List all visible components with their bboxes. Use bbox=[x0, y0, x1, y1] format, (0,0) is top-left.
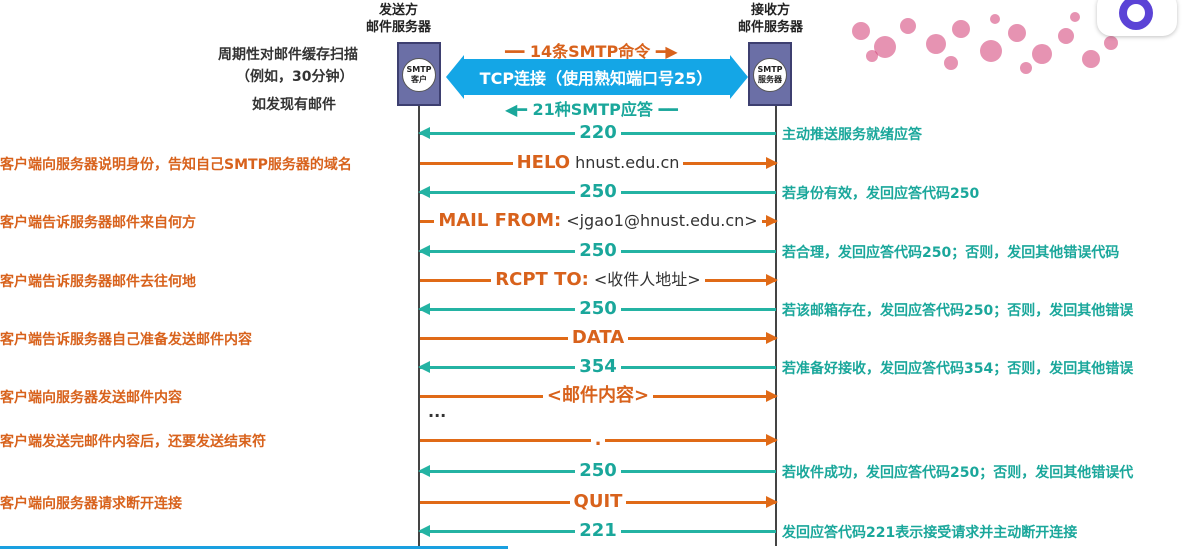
splash-dot bbox=[926, 34, 946, 54]
message-label: MAIL FROM:<jgao1@hnust.edu.cn> bbox=[420, 210, 776, 232]
client-step-note: 客户端告诉服务器邮件去往何地 bbox=[0, 274, 196, 290]
arrowhead-right-icon bbox=[766, 496, 778, 508]
smtp-server-icon: SMTP 服务器 bbox=[748, 42, 792, 106]
arrowhead-right-icon bbox=[766, 390, 778, 402]
smtp-client-label: SMTP 客户 bbox=[402, 58, 436, 92]
arrowhead-left-icon bbox=[418, 186, 430, 198]
arrowhead-left-icon bbox=[418, 361, 430, 373]
avatar-icon bbox=[1119, 0, 1153, 30]
arrowhead-right-icon bbox=[766, 215, 778, 227]
smtp-client-server-icon: SMTP 客户 bbox=[397, 42, 441, 106]
sender-title: 发送方 邮件服务器 bbox=[366, 3, 432, 35]
client-step-note: 客户端告诉服务器自己准备发送邮件内容 bbox=[0, 332, 252, 348]
tcp-arrow-right-tip bbox=[730, 55, 748, 99]
splash-dot bbox=[866, 50, 878, 62]
splash-dot bbox=[900, 18, 916, 34]
splash-dot bbox=[1058, 28, 1074, 44]
message-label: 250 bbox=[420, 240, 776, 262]
arrowhead-right-icon bbox=[766, 434, 778, 446]
splash-dot bbox=[980, 40, 1002, 62]
server-reply-note: 若合理，发回应答代码250；否则，发回其他错误代码 bbox=[782, 245, 1120, 261]
note-found: 如发现有邮件 bbox=[252, 97, 336, 113]
server-reply-note: 若身份有效，发回应答代码250 bbox=[782, 186, 980, 202]
server-reply-note: 发回应答代码221表示接受请求并主动断开连接 bbox=[782, 525, 1078, 541]
client-step-note: 客户端向服务器发送邮件内容 bbox=[0, 390, 182, 406]
replies-arrow-label: ◀━ 21种SMTP应答 ━━ bbox=[505, 100, 678, 119]
message-label: 220 bbox=[420, 122, 776, 144]
receiver-title: 接收方 邮件服务器 bbox=[738, 3, 804, 35]
server-reply-note: 若收件成功，发回应答代码250；否则，发回其他错误代 bbox=[782, 465, 1134, 481]
message-label: . bbox=[420, 429, 776, 451]
tcp-connection-banner: TCP连接（使用熟知端口号25） bbox=[462, 59, 730, 95]
arrowhead-left-icon bbox=[418, 465, 430, 477]
message-label: 250 bbox=[420, 298, 776, 320]
server-lifeline bbox=[775, 106, 777, 546]
message-label: 221 bbox=[420, 520, 776, 542]
splash-dot bbox=[1020, 62, 1032, 74]
splash-dot bbox=[1104, 36, 1118, 50]
client-step-note: 客户端向服务器说明身份，告知自己SMTP服务器的域名 bbox=[0, 157, 352, 173]
progress-underline bbox=[0, 546, 508, 549]
splash-dot bbox=[1070, 12, 1080, 22]
splash-dot bbox=[990, 14, 1000, 24]
arrowhead-right-icon bbox=[766, 332, 778, 344]
splash-dot bbox=[1008, 24, 1026, 42]
note-example: （例如，30分钟） bbox=[236, 69, 354, 85]
splash-dot bbox=[852, 22, 870, 40]
client-step-note: 客户端向服务器请求断开连接 bbox=[0, 496, 182, 512]
arrowhead-right-icon bbox=[766, 274, 778, 286]
ellipsis: ... bbox=[428, 402, 447, 421]
message-label: 354 bbox=[420, 356, 776, 378]
client-step-note: 客户端发送完邮件内容后，还要发送结束符 bbox=[0, 434, 266, 450]
arrowhead-right-icon bbox=[766, 157, 778, 169]
splash-dot bbox=[1082, 50, 1100, 68]
arrowhead-left-icon bbox=[418, 525, 430, 537]
message-label: 250 bbox=[420, 181, 776, 203]
splash-dot bbox=[1032, 44, 1052, 64]
message-label: RCPT TO:<收件人地址> bbox=[420, 269, 776, 291]
server-reply-note: 若该邮箱存在，发回应答代码250；否则，发回其他错误 bbox=[782, 303, 1134, 319]
smtp-server-label: SMTP 服务器 bbox=[753, 58, 787, 92]
client-step-note: 客户端告诉服务器邮件来自何方 bbox=[0, 215, 196, 231]
arrowhead-left-icon bbox=[418, 245, 430, 257]
splash-dot bbox=[874, 36, 896, 58]
arrowhead-left-icon bbox=[418, 303, 430, 315]
splash-dot bbox=[944, 56, 958, 70]
server-reply-note: 若准备好接收，发回应答代码354；否则，发回其他错误 bbox=[782, 361, 1134, 377]
tcp-arrow-left-tip bbox=[446, 55, 464, 99]
splash-dot bbox=[952, 20, 970, 38]
note-scan: 周期性对邮件缓存扫描 bbox=[218, 47, 358, 63]
message-label: QUIT bbox=[420, 491, 776, 513]
commands-arrow-label: ━━ 14条SMTP命令 ━▶ bbox=[505, 42, 678, 61]
message-label: 250 bbox=[420, 460, 776, 482]
arrowhead-left-icon bbox=[418, 127, 430, 139]
message-label: DATA bbox=[420, 327, 776, 349]
server-reply-note: 主动推送服务就绪应答 bbox=[782, 127, 922, 143]
client-lifeline bbox=[418, 106, 420, 546]
assistant-avatar-button[interactable] bbox=[1097, 0, 1177, 36]
message-label: <邮件内容> bbox=[420, 385, 776, 407]
